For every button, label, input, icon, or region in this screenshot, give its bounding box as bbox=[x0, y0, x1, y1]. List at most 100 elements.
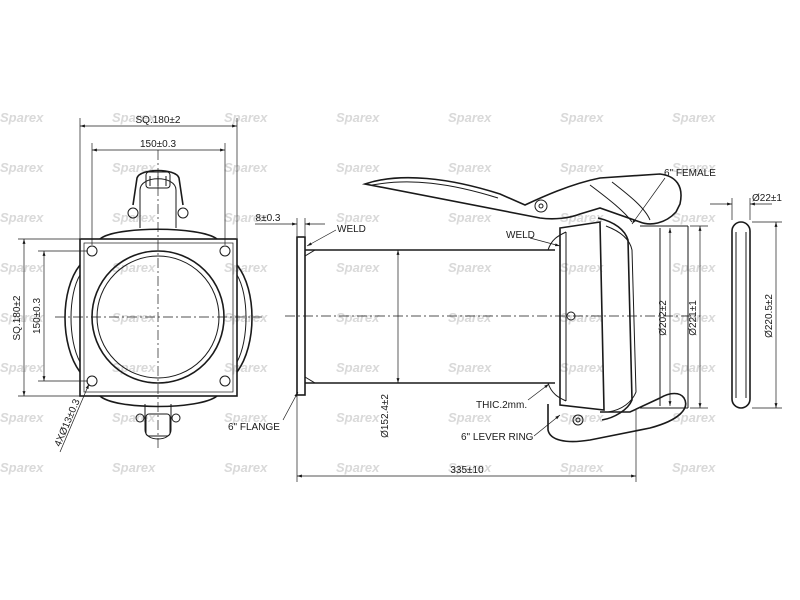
sq-outer-label: SQ.180±2 bbox=[136, 115, 181, 126]
watermark-text: Sparex bbox=[0, 360, 44, 375]
watermark-text: Sparex bbox=[336, 160, 380, 175]
watermark-text: Sparex bbox=[112, 110, 156, 125]
thickness-label: THIC.2mm. bbox=[476, 400, 527, 411]
thickness-leader bbox=[527, 383, 550, 401]
bolt-hole-top-left bbox=[86, 245, 98, 257]
weld-bead-top bbox=[547, 231, 567, 251]
watermark-text: Sparex bbox=[224, 110, 268, 125]
watermark-text: Sparex bbox=[560, 110, 604, 125]
coupling-bottom-rim bbox=[99, 395, 218, 408]
watermark-text: Sparex bbox=[112, 160, 156, 175]
female-leader bbox=[631, 177, 666, 225]
watermark-text: Sparex bbox=[560, 310, 604, 325]
lever-pivot-pin bbox=[534, 199, 548, 213]
total-length-label: 335±10 bbox=[450, 465, 484, 476]
bottom-pin-right bbox=[171, 413, 181, 423]
watermark-text: Sparex bbox=[224, 160, 268, 175]
watermark-text: Sparex bbox=[448, 460, 492, 475]
weld-right-leader bbox=[529, 237, 561, 247]
watermark-text: Sparex bbox=[224, 460, 268, 475]
weld-left-leader bbox=[306, 229, 337, 247]
flange-plate-inner-edge bbox=[83, 242, 234, 393]
lever-arm-inner bbox=[589, 184, 633, 223]
flange-label: 6" FLANGE bbox=[228, 422, 280, 433]
bottom-pivot-pin bbox=[572, 414, 584, 426]
watermark-text: Sparex bbox=[336, 210, 380, 225]
top-pin-right bbox=[177, 207, 189, 219]
watermark-text: Sparex bbox=[672, 460, 716, 475]
watermark-text: Sparex bbox=[336, 260, 380, 275]
pipe-diameter-label: Ø152.4±2 bbox=[380, 394, 391, 438]
weld-bead-bottom bbox=[547, 382, 567, 402]
watermark-text: Sparex bbox=[224, 410, 268, 425]
seal-ring-profile bbox=[731, 221, 751, 409]
outer-diameter-label: Ø221±1 bbox=[688, 300, 699, 336]
bottom-lever-tip bbox=[145, 413, 171, 437]
bolt-hole-top-right bbox=[219, 245, 231, 257]
bolt-holes-leader bbox=[59, 383, 90, 453]
watermark-text: Sparex bbox=[560, 360, 604, 375]
watermark-text: Sparex bbox=[560, 260, 604, 275]
watermark-text: Sparex bbox=[448, 410, 492, 425]
watermark-text: Sparex bbox=[336, 460, 380, 475]
watermark-text: Sparex bbox=[672, 110, 716, 125]
flange-thickness-label: 8±0.3 bbox=[256, 213, 281, 224]
watermark-text: Sparex bbox=[0, 410, 44, 425]
bolt-spacing-vertical-label: 150±0.3 bbox=[32, 298, 43, 335]
watermark-text: Sparex bbox=[0, 460, 44, 475]
coupling-body-right-inner-arc bbox=[236, 274, 247, 363]
weld-right-label: WELD bbox=[506, 230, 535, 241]
watermark-text: Sparex bbox=[336, 310, 380, 325]
flange-plate-outline bbox=[79, 238, 238, 397]
bolt-holes-label: 4XØ13±0.3 bbox=[53, 397, 83, 448]
coupling-body-left-inner-arc bbox=[70, 274, 81, 363]
watermark-text: Sparex bbox=[672, 360, 716, 375]
watermark-text: Sparex bbox=[112, 410, 156, 425]
ring-diameter-label: Ø220.5±2 bbox=[764, 294, 775, 338]
watermark-text: Sparex bbox=[560, 460, 604, 475]
coupling-body-right-arc bbox=[236, 264, 253, 373]
flange-leader bbox=[282, 391, 299, 421]
side-view: 8±0.3 WELD WELD 6" FLANGE Ø152.4±2 THIC.… bbox=[228, 168, 716, 482]
watermark-text: Sparex bbox=[560, 160, 604, 175]
watermark-text: Sparex bbox=[112, 460, 156, 475]
watermark-text: Sparex bbox=[448, 110, 492, 125]
lever-handle-ridge bbox=[371, 181, 499, 199]
coupling-top-rim bbox=[99, 228, 218, 240]
watermark-text: Sparex bbox=[448, 360, 492, 375]
watermark-text: Sparex bbox=[448, 210, 492, 225]
inner-diameter-label: Ø202±2 bbox=[658, 300, 669, 336]
watermark-text: Sparex bbox=[0, 260, 44, 275]
watermark-text: Sparex bbox=[224, 360, 268, 375]
coupling-body-left-arc bbox=[64, 264, 81, 373]
bottom-pin-left bbox=[135, 413, 145, 423]
ring-section-label: Ø22±1 bbox=[752, 193, 782, 204]
watermark-text: Sparex bbox=[672, 410, 716, 425]
watermark-text: Sparex bbox=[672, 310, 716, 325]
lever-ring-label: 6" LEVER RING bbox=[461, 432, 534, 443]
watermark-text: Sparex bbox=[672, 260, 716, 275]
watermark-text: Sparex bbox=[672, 160, 716, 175]
lever-ring-leader bbox=[533, 414, 561, 437]
watermark-text: Sparex bbox=[448, 310, 492, 325]
watermark-text: Sparex bbox=[0, 210, 44, 225]
watermark-text: Sparex bbox=[0, 310, 44, 325]
watermark-text: Sparex bbox=[448, 160, 492, 175]
watermark-text: Sparex bbox=[448, 260, 492, 275]
top-pin-left bbox=[127, 207, 139, 219]
lever-handle bbox=[361, 173, 682, 225]
lever-arm-inner-2 bbox=[611, 181, 651, 221]
coupler-female-socket-outer bbox=[597, 217, 633, 421]
watermark-text: Sparex bbox=[336, 110, 380, 125]
weld-left-label: WELD bbox=[337, 224, 366, 235]
watermark-text: Sparex bbox=[0, 110, 44, 125]
watermark-text: Sparex bbox=[112, 310, 156, 325]
bolt-hole-bottom-right bbox=[219, 375, 231, 387]
watermark-text: Sparex bbox=[112, 260, 156, 275]
watermark-text: Sparex bbox=[336, 360, 380, 375]
watermark-text: Sparex bbox=[224, 210, 268, 225]
watermark-text: Sparex bbox=[560, 210, 604, 225]
watermark-text: Sparex bbox=[672, 210, 716, 225]
watermark-text: Sparex bbox=[0, 160, 44, 175]
